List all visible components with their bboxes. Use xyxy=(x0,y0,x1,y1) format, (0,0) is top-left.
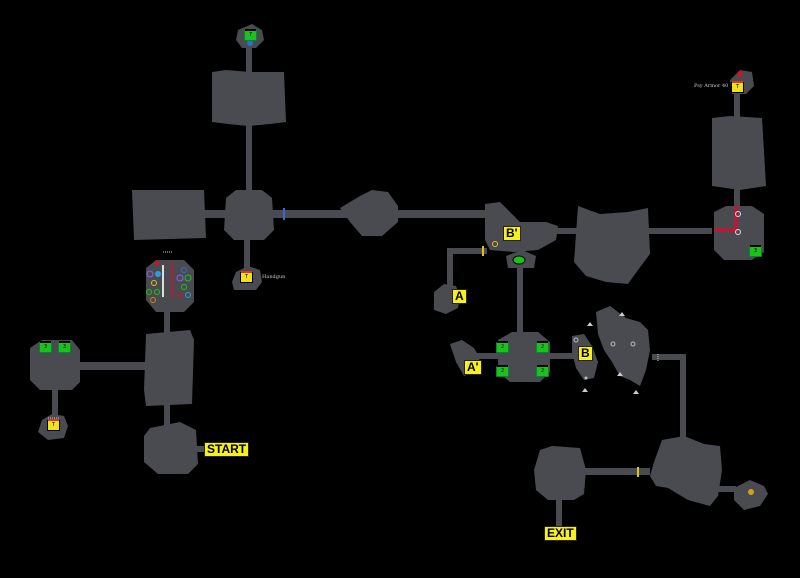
puzzle-ring-10 xyxy=(181,284,187,290)
a-prime-label: A' xyxy=(464,360,482,375)
corridors xyxy=(52,42,740,526)
puzzle-ring-9 xyxy=(184,274,192,282)
chest-icon[interactable]: 3 xyxy=(39,341,52,353)
puzzle-ring-4 xyxy=(146,289,152,295)
red-orb-icon xyxy=(737,71,743,77)
crystal-marker-4 xyxy=(584,376,588,380)
puzzle-ring-2 xyxy=(155,271,161,277)
white-ring-icon xyxy=(735,211,741,217)
blue-door xyxy=(283,208,285,220)
blue-orb-icon xyxy=(247,40,253,46)
puzzle-ring-7 xyxy=(181,267,187,273)
puzzle-red-icon xyxy=(154,260,160,266)
puzzle-ring-5 xyxy=(154,289,160,295)
b-prime-label: B' xyxy=(503,226,521,241)
white-ring-icon-2 xyxy=(735,229,741,235)
east-room xyxy=(574,206,650,284)
west-room-big xyxy=(144,330,194,406)
red-path xyxy=(714,206,738,232)
b-prime-room xyxy=(485,202,558,252)
gold-orb-icon xyxy=(748,489,754,495)
puzzle-ring-8 xyxy=(176,274,184,282)
puzzle-ring-6 xyxy=(150,297,156,303)
start-label: START xyxy=(204,442,250,457)
crystal-marker-1 xyxy=(610,341,616,347)
puzzle-ring-1 xyxy=(146,270,154,278)
a-label: A xyxy=(452,289,467,304)
green-pad-icon xyxy=(512,255,526,265)
crystal-marker-3 xyxy=(573,337,579,343)
spike-icon-2 xyxy=(617,372,623,376)
exit-room xyxy=(534,446,586,500)
chest-icon[interactable]: 2 xyxy=(496,341,509,353)
left-item-icon[interactable]: T xyxy=(47,419,60,431)
puzzle-ring-3 xyxy=(151,280,157,286)
psy-armor-item-icon[interactable]: T xyxy=(731,81,744,93)
spike-icon-1 xyxy=(587,322,593,326)
cross-room xyxy=(224,190,274,240)
start-room xyxy=(144,422,198,474)
west-room-left xyxy=(30,340,80,390)
rooms xyxy=(30,24,768,510)
chest-icon[interactable]: 2 xyxy=(536,341,549,353)
b-label: B xyxy=(578,346,593,361)
white-gate xyxy=(162,265,164,297)
southeast-room xyxy=(650,436,722,506)
left-wing-room xyxy=(132,190,206,240)
chest-icon[interactable]: 3 xyxy=(58,341,71,353)
chest-icon[interactable]: 2 xyxy=(536,365,549,377)
spike-icon-5 xyxy=(619,312,625,316)
puzzle-ring-12 xyxy=(185,292,191,298)
yellow-ring-icon xyxy=(492,241,498,247)
psy-armor-annotation: Psy Armor 40 xyxy=(694,83,729,89)
spike-icon-4 xyxy=(633,390,639,394)
red-gate xyxy=(171,262,173,298)
top-room xyxy=(212,70,286,126)
puzzle-ring-11 xyxy=(177,292,183,298)
exit-label: EXIT xyxy=(544,526,577,541)
handgun-annotation: Handgun xyxy=(262,274,286,280)
doors xyxy=(162,206,738,477)
chest-icon[interactable]: 2 xyxy=(496,365,509,377)
crystal-marker-2 xyxy=(630,341,636,347)
spike-icon-3 xyxy=(582,388,588,392)
yellow-door-bprime xyxy=(482,246,484,256)
mid-corridor-room xyxy=(340,190,398,236)
yellow-door-exit xyxy=(637,467,639,477)
chest-icon[interactable]: 7 xyxy=(244,29,257,41)
chest-icon[interactable]: 3 xyxy=(749,245,762,257)
crystal-room xyxy=(596,306,650,386)
markers xyxy=(48,40,754,495)
northeast-room xyxy=(712,116,766,190)
handgun-item-icon[interactable]: T xyxy=(240,271,253,283)
